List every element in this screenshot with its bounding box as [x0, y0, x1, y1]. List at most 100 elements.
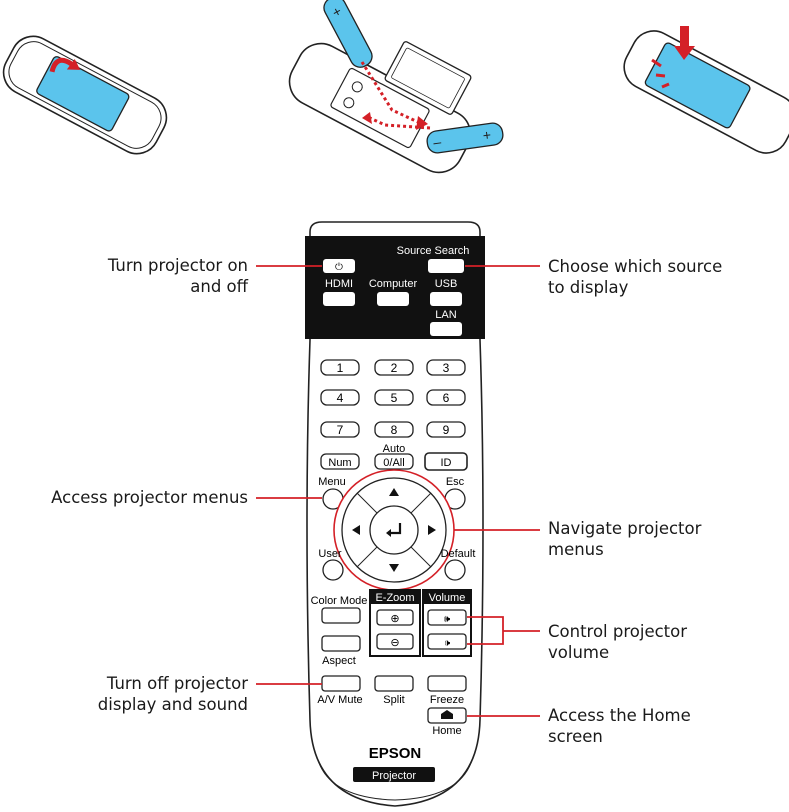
numeric-keypad: 1 2 3 4 5 6 7 8 9 Auto Num 0/All ID [320, 359, 468, 471]
lan-button[interactable] [430, 322, 462, 336]
key-1-label: 1 [337, 361, 344, 375]
user-button[interactable] [322, 559, 344, 581]
split-button[interactable] [374, 675, 414, 692]
callout-source-line-1: Choose which source [548, 257, 723, 276]
computer-button[interactable] [377, 292, 409, 306]
callout-power-line-2: and off [190, 277, 248, 296]
battery-cover [36, 56, 130, 132]
enter-button[interactable] [369, 505, 419, 555]
power-icon: ⏻ [335, 262, 343, 273]
epson-logo: EPSON [369, 745, 422, 762]
split-label: Split [383, 694, 404, 706]
color-mode-label: Color Mode [311, 595, 368, 607]
hdmi-button[interactable] [323, 292, 355, 306]
zoom-in-icon: ⊕ [390, 613, 399, 625]
callout-home-line-2: screen [548, 727, 603, 746]
aspect-button[interactable] [321, 635, 361, 652]
source-search-label: Source Search [397, 245, 470, 257]
top-button-panel [305, 236, 485, 339]
home-label: Home [432, 725, 461, 737]
default-button[interactable] [444, 559, 466, 581]
removed-battery-cover [384, 41, 472, 115]
volume-up-icon: 🕪 [444, 614, 451, 625]
computer-label: Computer [369, 278, 418, 290]
key-9[interactable] [426, 421, 466, 438]
home-icon [441, 710, 453, 719]
left-arrow-icon[interactable] [352, 525, 360, 535]
enter-icon [388, 523, 402, 535]
open-arrow-icon [49, 57, 74, 73]
model-label: Projector [372, 770, 416, 782]
zero-all-label: 0/All [383, 457, 404, 469]
right-arrow-icon[interactable] [428, 525, 436, 535]
callout-power: Turn projector on and off [108, 255, 248, 297]
default-label: Default [441, 548, 476, 560]
av-mute-label: A/V Mute [317, 694, 362, 706]
svg-text:–: – [432, 133, 442, 150]
press-arrow-icon [651, 26, 695, 89]
volume-down-button[interactable] [427, 633, 467, 650]
key-4-label: 4 [337, 391, 344, 405]
key-6[interactable] [426, 389, 466, 406]
aspect-label: Aspect [322, 655, 356, 667]
callout-source-line-2: to display [548, 278, 629, 297]
callout-volume: Control projector volume [548, 621, 687, 663]
hdmi-label: HDMI [325, 278, 353, 290]
callout-av-mute-line-2: display and sound [97, 695, 248, 714]
num-button[interactable] [320, 453, 360, 470]
key-7[interactable] [320, 421, 360, 438]
callout-navigate: Navigate projector menus [548, 518, 701, 560]
key-8[interactable] [374, 421, 414, 438]
usb-button[interactable] [430, 292, 462, 306]
key-4[interactable] [320, 389, 360, 406]
callout-av-mute-line-1: Turn off projector [106, 674, 248, 693]
battery-top: + [323, 0, 373, 68]
key-2-label: 2 [391, 361, 398, 375]
av-mute-button[interactable] [321, 675, 361, 692]
callout-navigate-line-1: Navigate projector [548, 519, 702, 538]
freeze-label: Freeze [430, 694, 464, 706]
remote-back-step-1 [2, 35, 168, 155]
battery-installation-illustrations: + – + [2, 0, 789, 174]
model-plate [353, 767, 435, 782]
callout-menu: Access projector menus [51, 487, 248, 508]
remote-back-step-2: + – + [288, 0, 504, 174]
key-1[interactable] [320, 359, 360, 376]
callout-volume-line-2: volume [548, 643, 610, 662]
esc-label: Esc [446, 476, 465, 488]
up-arrow-icon[interactable] [389, 488, 399, 496]
key-6-label: 6 [443, 391, 450, 405]
key-8-label: 8 [391, 423, 398, 437]
key-2[interactable] [374, 359, 414, 376]
key-3[interactable] [426, 359, 466, 376]
volume-label: Volume [429, 592, 466, 604]
svg-text:+: + [482, 126, 492, 143]
freeze-button[interactable] [427, 675, 467, 692]
zoom-out-button[interactable] [376, 633, 414, 650]
user-label: User [318, 548, 342, 560]
source-search-button[interactable] [428, 259, 464, 273]
menu-label: Menu [318, 476, 346, 488]
callout-home-line-1: Access the Home [548, 706, 691, 725]
color-mode-button[interactable] [321, 607, 361, 624]
callout-volume-line-1: Control projector [548, 622, 688, 641]
zoom-out-icon: ⊖ [390, 637, 399, 649]
key-3-label: 3 [443, 361, 450, 375]
volume-down-icon: 🕩 [444, 638, 451, 649]
usb-label: USB [435, 278, 458, 290]
volume-up-button[interactable] [427, 609, 467, 626]
callout-menu-line-1: Access projector menus [51, 488, 248, 507]
battery-bottom: – + [426, 122, 504, 154]
id-label: ID [441, 457, 452, 469]
callout-av-mute: Turn off projector display and sound [98, 673, 248, 715]
id-button[interactable] [424, 452, 468, 471]
down-arrow-icon[interactable] [389, 564, 399, 572]
zoom-in-button[interactable] [376, 609, 414, 626]
key-5[interactable] [374, 389, 414, 406]
power-button[interactable] [323, 259, 355, 273]
key-5-label: 5 [391, 391, 398, 405]
zero-all-button[interactable] [374, 453, 414, 470]
lan-label: LAN [435, 309, 456, 321]
callout-source: Choose which source to display [548, 256, 722, 298]
